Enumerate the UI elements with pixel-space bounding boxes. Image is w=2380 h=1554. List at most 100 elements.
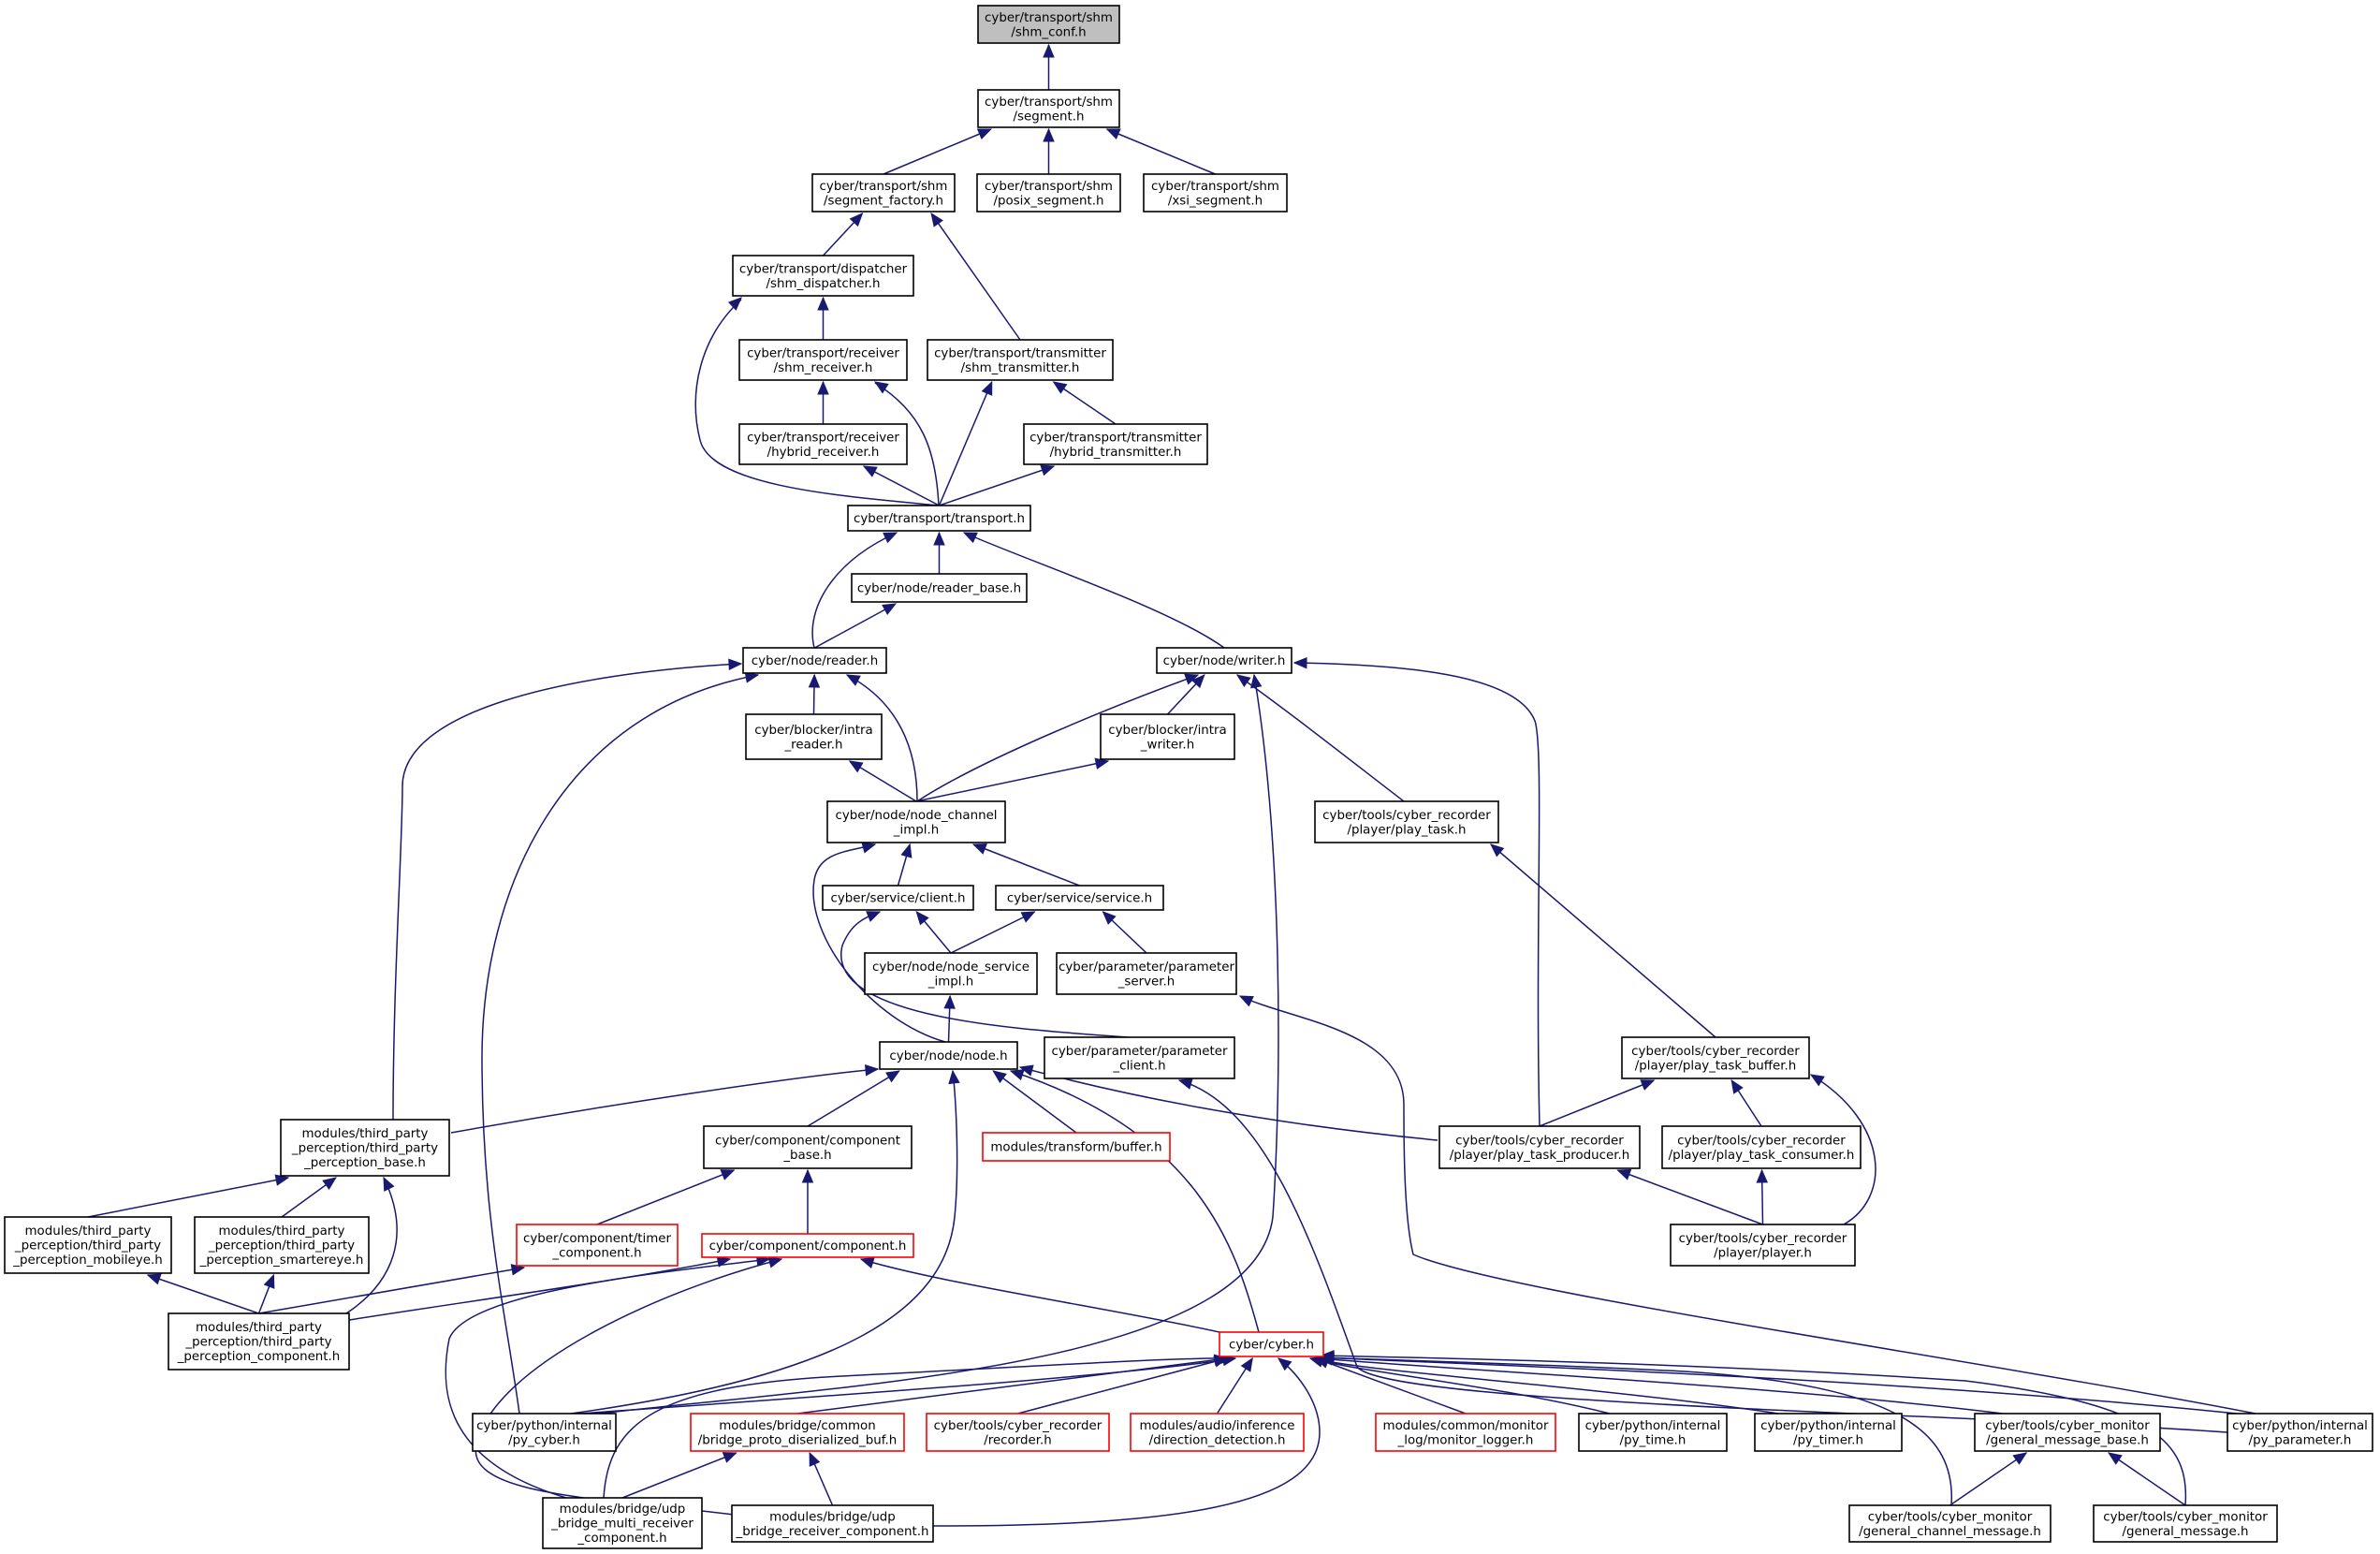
node-label-line: cyber/node/node_service — [872, 960, 1029, 975]
node-label-line: _impl.h — [893, 823, 939, 837]
arrowhead — [900, 843, 913, 858]
edge-udp_receiver-to-cyber — [932, 1357, 1321, 1527]
node-parameter-server[interactable]: cyber/parameter/parameter_server.h — [1056, 952, 1237, 995]
node-label-line: /posix_segment.h — [994, 194, 1104, 208]
node-monitor-logger[interactable]: modules/common/monitor_log/monitor_logge… — [1375, 1413, 1556, 1452]
edge-line — [1315, 1357, 1467, 1415]
node-node-service-impl[interactable]: cyber/node/node_service_impl.h — [864, 952, 1038, 995]
arrowhead — [1756, 1168, 1769, 1183]
node-label-line: /py_parameter.h — [2249, 1433, 2352, 1447]
node-direction-detection[interactable]: modules/audio/inference/direction_detect… — [1130, 1413, 1305, 1452]
node-shm-dispatcher[interactable]: cyber/transport/dispatcher/shm_dispatche… — [732, 255, 914, 297]
node-transport[interactable]: cyber/transport/transport.h — [847, 505, 1031, 532]
arrowhead — [930, 212, 943, 227]
node-shm-conf[interactable]: cyber/transport/shm/shm_conf.h — [977, 5, 1120, 44]
edge-line — [475, 1258, 782, 1517]
node-box — [1578, 1413, 1728, 1452]
node-service[interactable]: cyber/service/service.h — [995, 885, 1164, 911]
arrowhead — [864, 1063, 880, 1077]
node-perception-smartereye[interactable]: modules/third_party_perception/third_par… — [194, 1216, 370, 1274]
node-label-line: /py_time.h — [1620, 1433, 1686, 1447]
node-general-message-base[interactable]: cyber/tools/cyber_monitor/general_messag… — [1974, 1413, 2161, 1452]
node-label-line: cyber/tools/cyber_recorder — [1631, 1045, 1800, 1059]
edge-line — [570, 1070, 958, 1415]
edge-py_cyber-to-writer — [598, 673, 1279, 1415]
node-py-parameter[interactable]: cyber/python/internal/py_parameter.h — [2227, 1413, 2373, 1452]
edge-perception_component-to-third_party_perception_base — [345, 1176, 398, 1314]
node-reader[interactable]: cyber/node/reader.h — [742, 647, 887, 674]
node-perception-mobileye[interactable]: modules/third_party_perception/third_par… — [4, 1216, 172, 1274]
edge-line — [481, 674, 759, 1415]
arrowhead — [845, 674, 861, 686]
node-py-cyber[interactable]: cyber/python/internal/py_cyber.h — [472, 1413, 617, 1452]
edge-hybrid_transmitter-to-shm_transmitter — [1052, 381, 1117, 425]
node-box — [701, 1233, 914, 1258]
node-box — [280, 1119, 450, 1177]
node-bridge-proto-buf[interactable]: modules/bridge/common/bridge_proto_diser… — [690, 1413, 905, 1452]
node-label-line: modules/bridge/common — [719, 1419, 875, 1433]
node-shm-receiver[interactable]: cyber/transport/receiver/shm_receiver.h — [738, 339, 908, 381]
node-posix-segment[interactable]: cyber/transport/shm/posix_segment.h — [976, 173, 1121, 213]
node-label-line: /py_timer.h — [1793, 1433, 1863, 1447]
node-client[interactable]: cyber/service/client.h — [822, 885, 974, 911]
arrowhead — [1292, 656, 1307, 669]
node-play-task-buffer[interactable]: cyber/tools/cyber_recorder/player/play_t… — [1621, 1036, 1810, 1079]
node-perception-component[interactable]: modules/third_party_perception/third_par… — [168, 1312, 350, 1371]
node-udp-multi-receiver[interactable]: modules/bridge/udp_bridge_multi_receiver… — [542, 1497, 703, 1549]
node-play-task[interactable]: cyber/tools/cyber_recorder/player/play_t… — [1314, 800, 1499, 843]
edge-line — [87, 1177, 289, 1218]
edge-play_task_consumer-to-play_task_buffer — [1730, 1078, 1762, 1127]
node-parameter-client[interactable]: cyber/parameter/parameter_client.h — [1044, 1036, 1235, 1079]
node-general-channel-message[interactable]: cyber/tools/cyber_monitor/general_channe… — [1848, 1504, 2051, 1543]
node-segment-factory[interactable]: cyber/transport/shm/segment_factory.h — [811, 173, 956, 213]
node-segment[interactable]: cyber/transport/shm/segment.h — [977, 89, 1120, 128]
node-hybrid-transmitter[interactable]: cyber/transport/transmitter/hybrid_trans… — [1023, 423, 1208, 465]
node-recorder[interactable]: cyber/tools/cyber_recorder/recorder.h — [926, 1413, 1110, 1452]
node-player[interactable]: cyber/tools/cyber_recorder/player/player… — [1670, 1224, 1856, 1267]
arrowhead — [992, 1070, 1007, 1084]
node-box — [542, 1497, 703, 1549]
edge-writer-to-transport — [962, 532, 1225, 649]
edge-layer — [87, 43, 2256, 1527]
node-intra-reader[interactable]: cyber/blocker/intra_reader.h — [745, 713, 883, 760]
edge-node_service_impl-to-client — [915, 911, 952, 954]
node-label-line: /player/play_task.h — [1347, 823, 1466, 837]
node-label-line: modules/third_party — [302, 1127, 429, 1141]
node-box — [731, 1504, 934, 1543]
node-play-task-consumer[interactable]: cyber/tools/cyber_recorder/player/play_t… — [1661, 1125, 1862, 1169]
node-writer[interactable]: cyber/node/writer.h — [1156, 647, 1292, 674]
node-play-task-producer[interactable]: cyber/tools/cyber_recorder/player/play_t… — [1438, 1125, 1641, 1169]
node-reader-base[interactable]: cyber/node/reader_base.h — [851, 573, 1028, 603]
node-component[interactable]: cyber/component/component.h — [701, 1233, 914, 1258]
edge-line — [579, 1357, 1236, 1415]
node-py-timer[interactable]: cyber/python/internal/py_timer.h — [1754, 1413, 1903, 1452]
edge-hybrid_receiver-to-shm_receiver — [817, 380, 829, 424]
node-timer-component[interactable]: cyber/component/timer_component.h — [516, 1224, 679, 1267]
node-general-message[interactable]: cyber/tools/cyber_monitor/general_messag… — [2093, 1504, 2278, 1543]
node-hybrid-receiver[interactable]: cyber/transport/receiver/hybrid_receiver… — [738, 423, 908, 465]
edge-transport-to-hybrid_receiver — [862, 465, 940, 506]
node-cyber[interactable]: cyber/cyber.h — [1219, 1331, 1324, 1357]
arrowhead — [817, 380, 829, 395]
edge-component_base-to-node — [807, 1070, 900, 1127]
arrowhead — [859, 1257, 875, 1268]
node-py-time[interactable]: cyber/python/internal/py_time.h — [1578, 1413, 1728, 1452]
node-box — [995, 885, 1164, 911]
node-node-channel-impl[interactable]: cyber/node/node_channel_impl.h — [826, 800, 1006, 843]
node-udp-receiver[interactable]: modules/bridge/udp_bridge_receiver_compo… — [731, 1504, 934, 1543]
node-xsi-segment[interactable]: cyber/transport/shm/xsi_segment.h — [1143, 173, 1288, 213]
node-box — [1156, 647, 1292, 674]
edge-line — [1314, 1357, 1779, 1415]
node-transform-buffer[interactable]: modules/transform/buffer.h — [982, 1132, 1171, 1162]
arrowhead — [2108, 1452, 2123, 1465]
edge-line — [992, 1070, 1077, 1134]
node-component-base[interactable]: cyber/component/component_base.h — [703, 1125, 913, 1169]
node-intra-writer[interactable]: cyber/blocker/intra_writer.h — [1100, 713, 1235, 760]
node-label-line: cyber/transport/shm — [820, 180, 948, 194]
node-label-line: cyber/node/writer.h — [1163, 654, 1286, 668]
node-node[interactable]: cyber/node/node.h — [879, 1041, 1018, 1070]
edge-line — [916, 674, 1199, 802]
node-shm-transmitter[interactable]: cyber/transport/transmitter/shm_transmit… — [927, 339, 1114, 381]
node-third-party-perception-base[interactable]: modules/third_party_perception/third_par… — [280, 1119, 450, 1177]
node-label-line: modules/bridge/udp — [560, 1503, 686, 1517]
